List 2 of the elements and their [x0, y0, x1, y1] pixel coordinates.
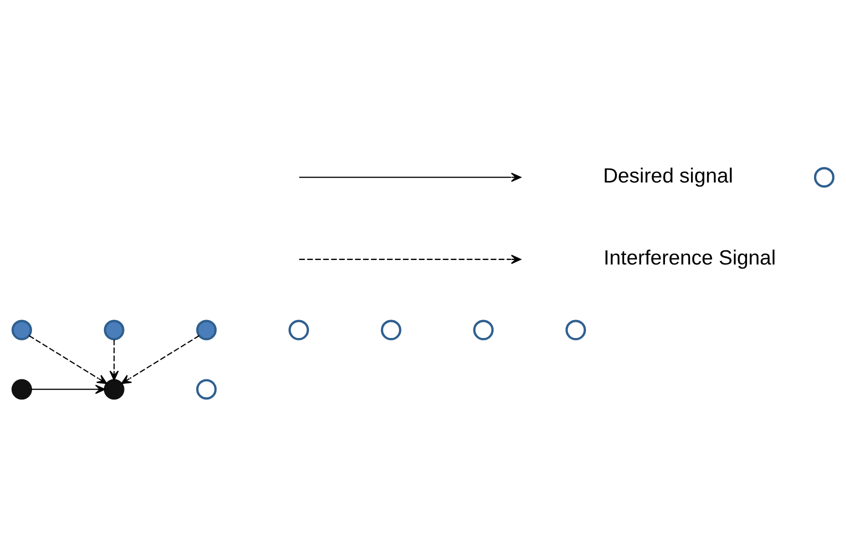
legend-label: Interference Signal: [604, 246, 776, 269]
legend-label: Desired signal: [603, 164, 734, 187]
